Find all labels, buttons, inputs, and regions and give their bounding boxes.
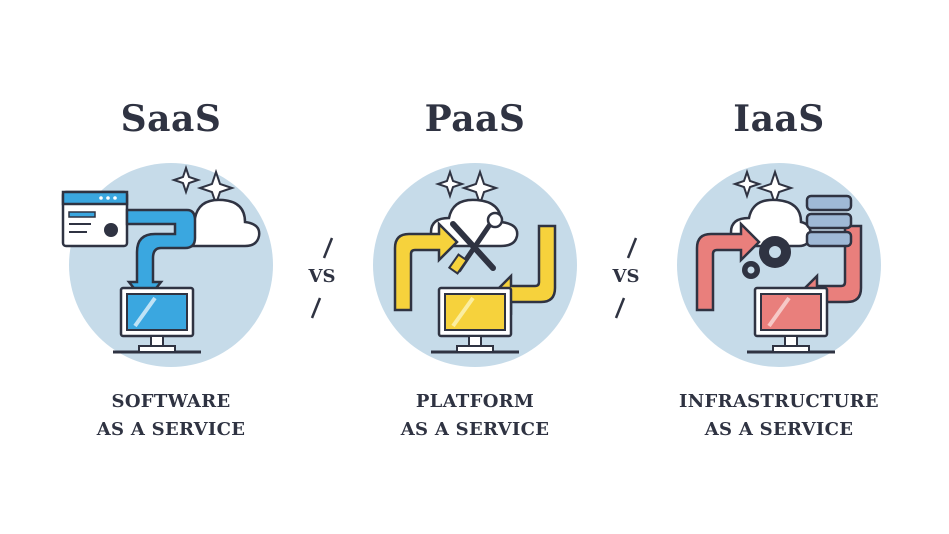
caption-line: SOFTWARE [111, 391, 231, 412]
caption-line: INFRASTRUCTURE [679, 391, 879, 412]
caption-line: AS A SERVICE [400, 419, 550, 440]
caption-line: PLATFORM [415, 391, 535, 412]
monitor-icon [747, 286, 835, 354]
arrow-icon [695, 220, 761, 312]
paas-illustration [373, 163, 577, 367]
paas-title: PaaS [424, 98, 526, 140]
vs-label: VS [612, 266, 640, 287]
caption-line: AS A SERVICE [96, 419, 246, 440]
caption-line: AS A SERVICE [704, 419, 854, 440]
vs-separator: VS [292, 236, 352, 326]
vs-label: VS [308, 266, 336, 287]
server-stack-icon [805, 194, 853, 248]
browser-window-icon [61, 190, 129, 248]
iaas-title: IaaS [733, 98, 825, 140]
monitor-icon [431, 286, 519, 354]
tools-icon [447, 211, 504, 275]
iaas-illustration [677, 163, 881, 367]
sparkle-icon [731, 168, 763, 200]
cloud-icon [429, 198, 519, 248]
arrow-icon [125, 208, 197, 305]
arrow-icon [393, 220, 459, 312]
saas-illustration [61, 163, 273, 367]
gear-icon [742, 236, 791, 279]
paas-caption: PLATFORM AS A SERVICE [345, 388, 605, 444]
sparkle-icon [170, 164, 202, 196]
iaas-caption: INFRASTRUCTURE AS A SERVICE [649, 388, 909, 444]
saas-title: SaaS [120, 98, 222, 140]
saas-caption: SOFTWARE AS A SERVICE [41, 388, 301, 444]
monitor-icon [113, 286, 201, 354]
background-circle [373, 163, 577, 367]
sparkle-icon [434, 168, 466, 200]
vs-separator: VS [596, 236, 656, 326]
